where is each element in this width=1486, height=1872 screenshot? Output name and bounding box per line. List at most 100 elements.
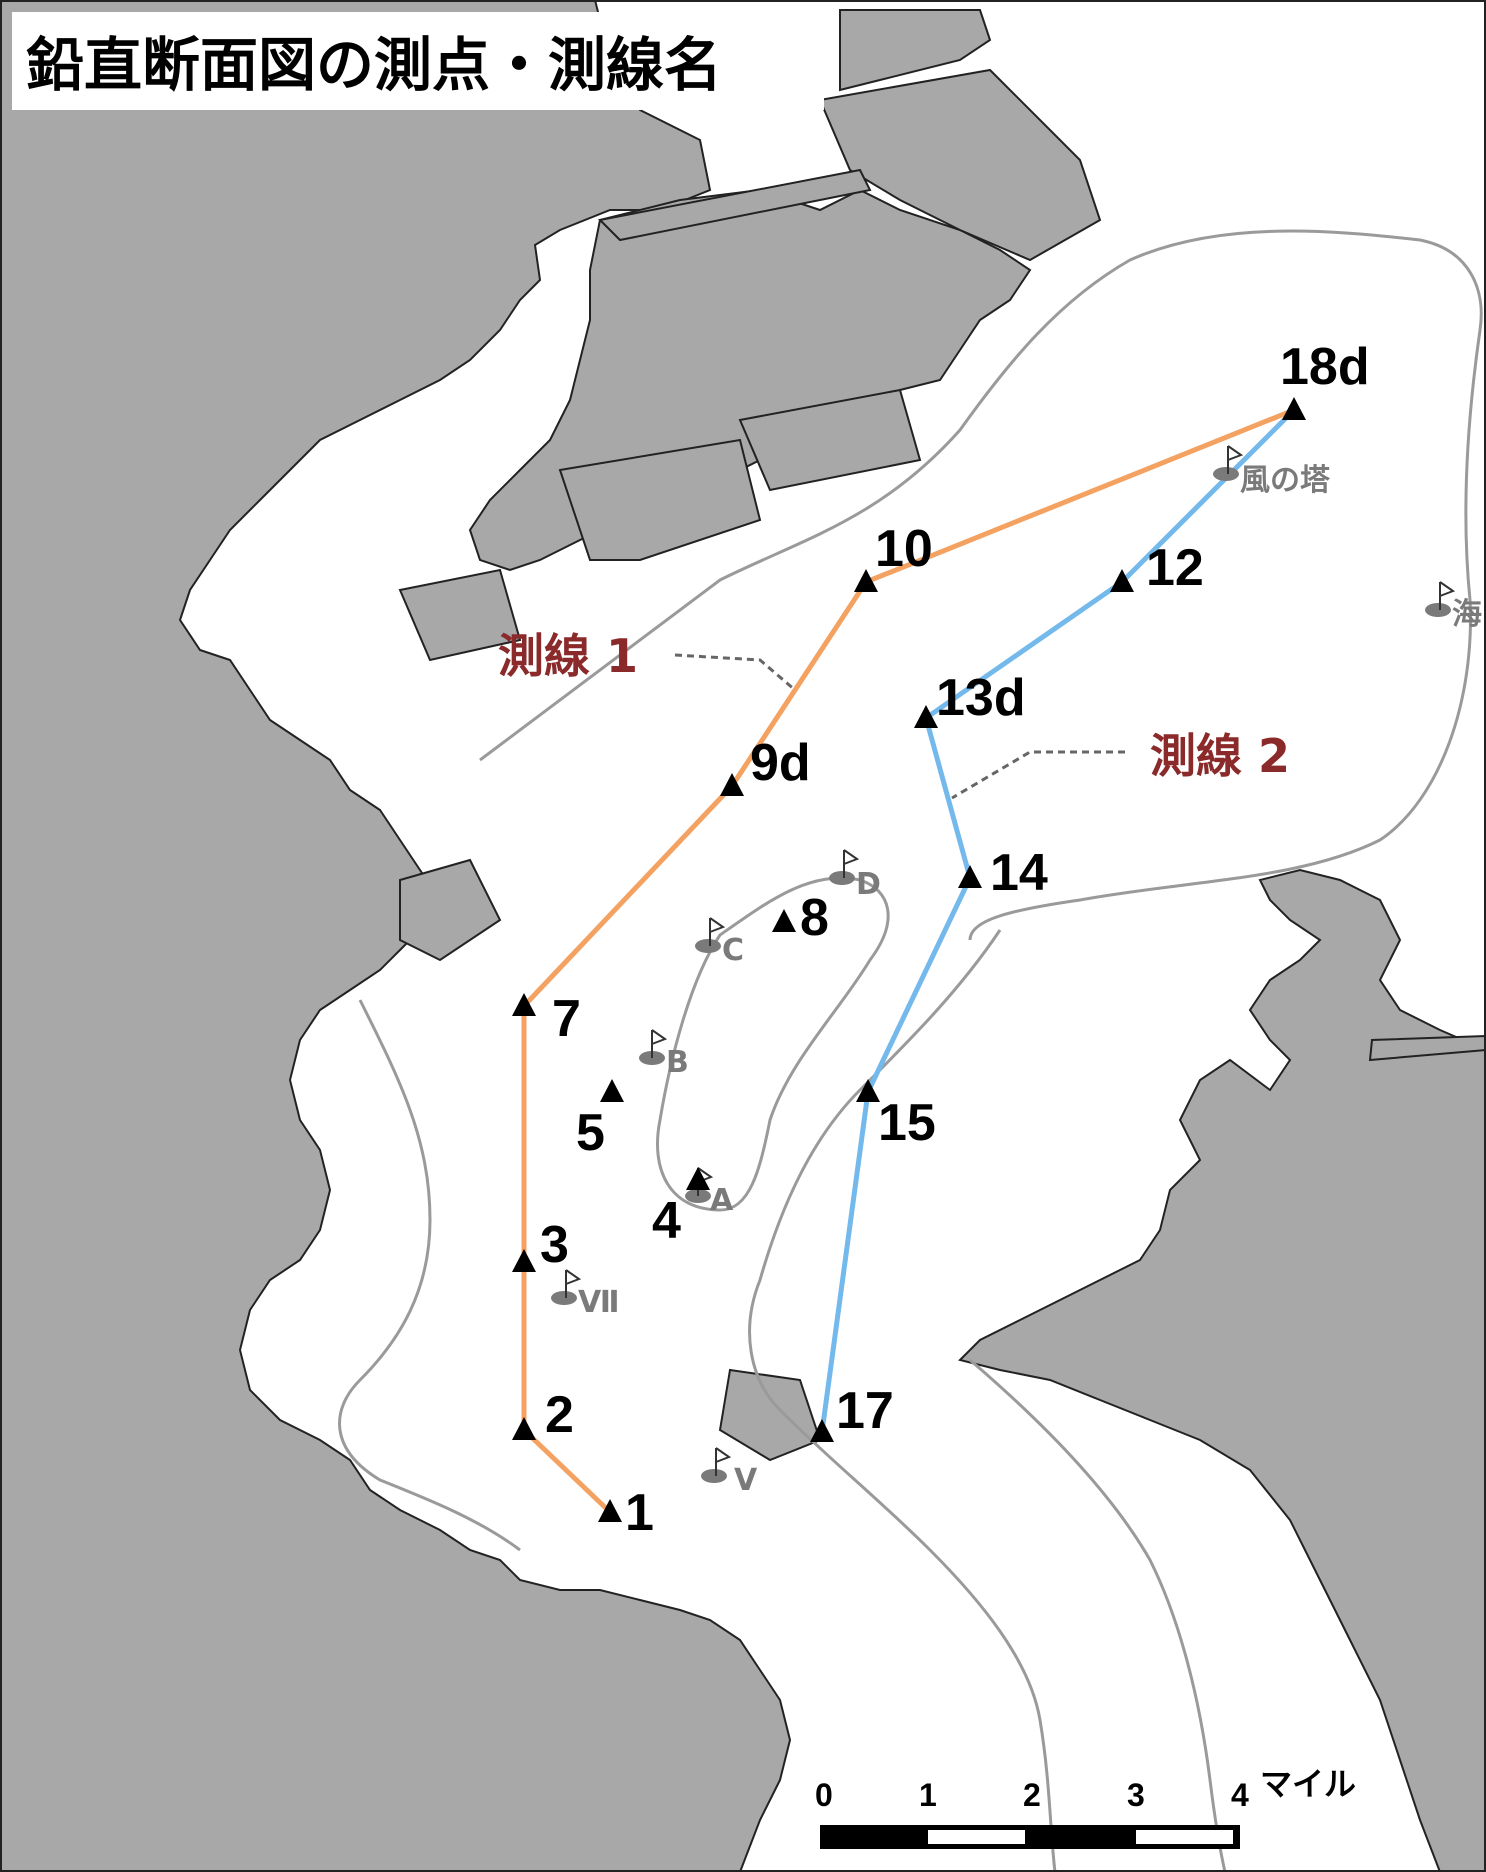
land-north-strip — [597, 168, 872, 242]
station-2: 2 — [512, 1386, 574, 1444]
buoy-flag-pole — [1439, 581, 1456, 610]
triangle-marker-icon — [686, 1167, 710, 1190]
station-label: 1 — [625, 1484, 654, 1542]
pier-blocks — [398, 388, 922, 1462]
buoy-VII: Ⅶ — [551, 1269, 620, 1320]
triangle-marker-icon — [914, 705, 938, 728]
station-label: 17 — [836, 1382, 894, 1440]
scale-bar-segment — [1136, 1830, 1233, 1844]
scale-bar-segment — [928, 1830, 1025, 1844]
triangle-marker-icon — [512, 993, 536, 1016]
station-1: 1 — [598, 1484, 654, 1542]
scale-unit: マイル — [1260, 1766, 1356, 1802]
buoy-label: C — [722, 933, 744, 968]
buoy-V: V — [701, 1447, 758, 1498]
station-label: 8 — [800, 889, 829, 947]
flag-buoy-icon — [701, 1469, 727, 1483]
buoy-flag-pole — [709, 917, 726, 946]
triangle-marker-icon — [810, 1419, 834, 1442]
triangle-marker-icon — [1110, 569, 1134, 592]
pier-block — [718, 1368, 822, 1462]
triangle-marker-icon — [856, 1079, 880, 1102]
station-14: 14 — [958, 844, 1048, 902]
contour-island — [656, 876, 890, 1212]
buoy-label: 風の塔 — [1240, 463, 1331, 498]
buoy-C: C — [695, 917, 744, 968]
triangle-marker-icon — [512, 1417, 536, 1440]
buoy-label: A — [710, 1183, 734, 1218]
station-3: 3 — [512, 1216, 569, 1274]
buoy-umi: 海 — [1425, 581, 1482, 632]
station-label: 14 — [990, 844, 1048, 902]
pier-block — [558, 438, 762, 561]
survey-line-2 — [819, 408, 1296, 1433]
buoy-flag-pole — [715, 1447, 732, 1476]
buoy-B: B — [639, 1029, 689, 1080]
land-east-edge — [1368, 1034, 1486, 1062]
contour-north — [479, 229, 1483, 941]
land-north-island-1 — [839, 9, 992, 92]
station-12: 12 — [1110, 539, 1204, 597]
contour-channel — [748, 929, 1057, 1872]
station-18d: 18d — [1280, 338, 1370, 420]
land-east-peninsula — [958, 868, 1486, 1872]
station-label: 3 — [540, 1216, 569, 1274]
triangle-marker-icon — [598, 1499, 622, 1522]
buoy-label: V — [734, 1463, 758, 1498]
scale-tick-label: 1 — [919, 1777, 937, 1813]
buoy-label: 海 — [1452, 597, 1482, 632]
triangle-marker-icon — [720, 773, 744, 796]
contour-east-coast — [969, 1358, 1227, 1872]
station-17: 17 — [810, 1382, 894, 1442]
flag-buoy-icon — [551, 1291, 577, 1305]
station-label: 4 — [652, 1192, 681, 1250]
scale-tick-label: 2 — [1023, 1777, 1041, 1813]
scale-bar: 0 1 2 3 4 マイル — [815, 1766, 1356, 1849]
scale-tick-label: 4 — [1231, 1777, 1249, 1813]
map-title: 鉛直断面図の測点・測線名 — [26, 31, 722, 99]
line1-leader — [674, 653, 796, 692]
triangle-marker-icon — [958, 865, 982, 888]
station-label: 2 — [545, 1386, 574, 1444]
station-label: 15 — [878, 1094, 936, 1152]
station-7: 7 — [512, 990, 581, 1048]
depth-contours — [338, 229, 1483, 1872]
buoy-flag-pole — [565, 1269, 582, 1298]
title-background — [12, 12, 824, 110]
triangle-marker-icon — [772, 909, 796, 932]
station-label: 12 — [1146, 539, 1204, 597]
buoy-D: D — [829, 849, 881, 902]
triangle-marker-icon — [854, 569, 878, 592]
buoy-flag-pole — [651, 1029, 668, 1058]
title-box: 鉛直断面図の測点・測線名 — [12, 12, 824, 110]
flag-buoy-icon — [695, 939, 721, 953]
station-5: 5 — [576, 1079, 624, 1162]
land-west-peninsula — [0, 0, 792, 1872]
buoy-flag-pole — [1227, 445, 1244, 474]
buoy-flag-pole — [843, 849, 860, 878]
scale-tick-label: 3 — [1127, 1777, 1145, 1813]
survey-line-1-label: 測線 1 — [498, 629, 638, 683]
scale-tick-label: 0 — [815, 1777, 833, 1813]
pier-block — [399, 858, 502, 962]
buoy-label: B — [666, 1045, 689, 1080]
flag-buoy-icon — [829, 871, 855, 885]
station-4: 4 — [652, 1167, 710, 1250]
station-label: 9d — [750, 734, 811, 792]
flag-buoy-icon — [1425, 603, 1451, 617]
buoy-label: Ⅶ — [578, 1285, 620, 1320]
pier-block — [398, 568, 522, 662]
triangle-marker-icon — [1282, 397, 1306, 420]
buoy-kaze: 風の塔 — [1213, 445, 1331, 498]
station-label: 13d — [936, 669, 1026, 727]
station-13d: 13d — [914, 669, 1026, 728]
station-label: 18d — [1280, 338, 1370, 396]
station-15: 15 — [856, 1079, 936, 1152]
flag-buoy-icon — [1213, 467, 1239, 481]
station-9d: 9d — [720, 734, 811, 796]
pier-block — [738, 388, 922, 492]
